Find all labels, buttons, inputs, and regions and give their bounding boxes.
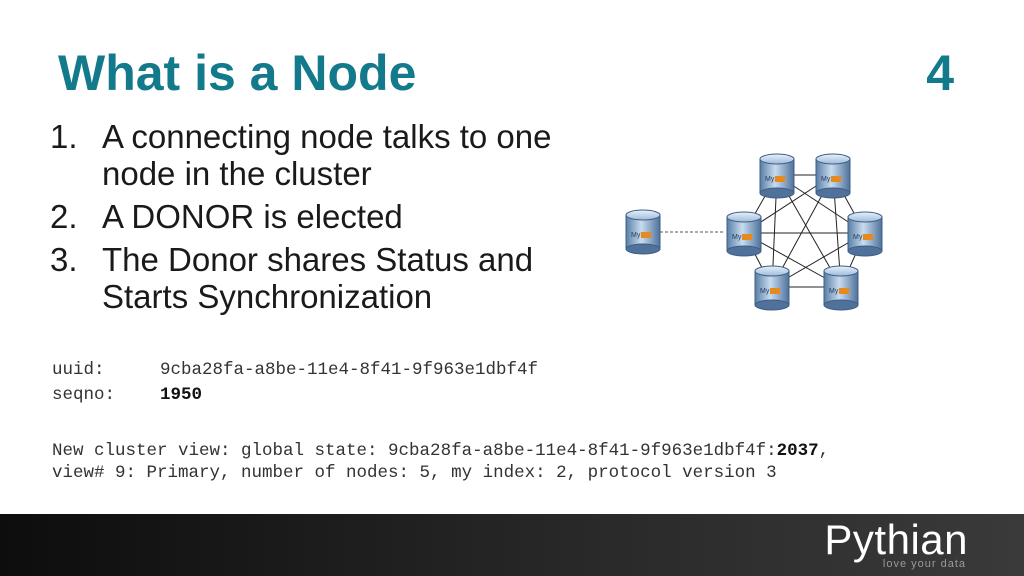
db-label: My: [829, 288, 839, 295]
db-label: My: [732, 234, 742, 241]
database-icon: My: [847, 211, 883, 257]
seqno-value: 1950: [160, 385, 203, 405]
seqno-label: seqno:: [52, 385, 116, 405]
list-item-number: 3.: [50, 241, 78, 278]
db-label: My: [821, 176, 831, 183]
list-item: 1. A connecting node talks to one node i…: [50, 118, 610, 192]
list-item: 2. A DONOR is elected: [50, 198, 610, 235]
seqno-row: seqno: 1950: [52, 385, 202, 405]
database-icon: My: [754, 265, 790, 311]
cluster-diagram: My My My My My My: [625, 153, 883, 311]
log-line1-suffix: ,: [818, 441, 830, 461]
database-icon: My: [726, 211, 762, 257]
database-icon: My: [759, 153, 795, 199]
database-icon: My: [823, 265, 859, 311]
database-icon: My: [625, 209, 661, 255]
uuid-row: uuid: 9cba28fa-a8be-11e4-8f41-9f963e1dbf4…: [52, 360, 538, 380]
database-icon: My: [815, 153, 851, 199]
brand-tagline: love your data: [882, 558, 966, 570]
db-label: My: [853, 234, 863, 241]
steps-list: 1. A connecting node talks to one node i…: [50, 118, 610, 321]
db-label: My: [765, 176, 775, 183]
list-item-number: 1.: [50, 118, 78, 155]
brand-logo: Pythian: [824, 516, 968, 563]
footer-bar: [0, 514, 1024, 576]
log-line1-prefix: New cluster view: global state: 9cba28fa…: [52, 441, 777, 461]
cluster-log: New cluster view: global state: 9cba28fa…: [52, 440, 829, 484]
log-line1-seqno: 2037: [776, 441, 819, 461]
list-item-text: A DONOR is elected: [102, 198, 403, 235]
list-item-text: A connecting node talks to one node in t…: [102, 118, 552, 192]
slide-title: What is a Node: [58, 45, 417, 101]
slide-number: 4: [926, 45, 954, 101]
uuid-label: uuid:: [52, 360, 105, 380]
log-line2: view# 9: Primary, number of nodes: 5, my…: [52, 463, 777, 483]
list-item-text: The Donor shares Status and Starts Synch…: [102, 241, 534, 315]
db-label: My: [760, 288, 770, 295]
list-item: 3. The Donor shares Status and Starts Sy…: [50, 241, 610, 315]
list-item-number: 2.: [50, 198, 78, 235]
uuid-value: 9cba28fa-a8be-11e4-8f41-9f963e1dbf4f: [160, 360, 539, 380]
db-label: My: [631, 232, 641, 239]
